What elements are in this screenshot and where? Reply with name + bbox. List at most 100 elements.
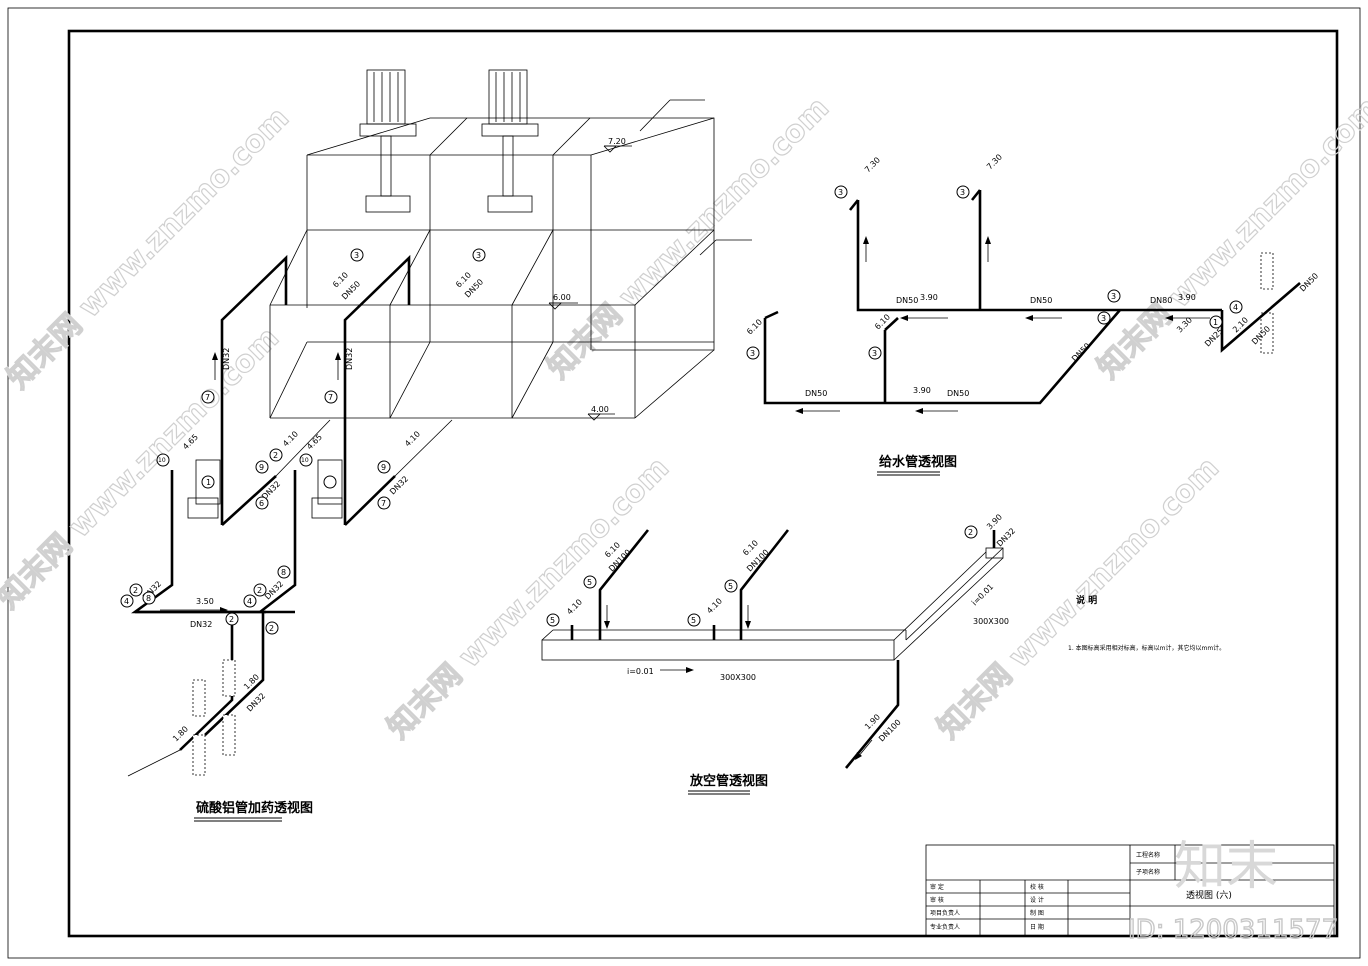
- id-watermark: ID: 1200311577: [1128, 915, 1338, 945]
- marker-number: 2: [133, 586, 138, 595]
- marker-number: 3: [750, 349, 755, 358]
- elevation-label: 6.10: [745, 317, 764, 336]
- mixer-motor: [359, 69, 417, 213]
- title-block-cell: 日 期: [1030, 923, 1044, 931]
- elevation-label: 7.30: [985, 152, 1004, 171]
- pipe-dn-label: DN50: [805, 389, 827, 398]
- supply-labels: 7.30 7.30 6.10 6.10 3.90 3.90 3.90 3.30 …: [745, 152, 1320, 398]
- marker-number: 4: [124, 597, 129, 606]
- notes-item: 1. 本图标高采用相对标高，标高以m计，其它均以mm计。: [1068, 644, 1225, 652]
- elevation-label: 7.30: [863, 155, 882, 174]
- marker-number: 9: [259, 463, 264, 472]
- elevation-label: 3.90: [920, 293, 938, 302]
- tank-structure: [269, 117, 715, 419]
- elevation-label: 4.10: [565, 597, 584, 616]
- watermark-text: 知末网 www.znzmo.com: [541, 91, 836, 386]
- elevation-label: 1.80: [171, 724, 190, 743]
- marker-number: 5: [550, 616, 555, 625]
- pipe-dn-label: DN32: [995, 526, 1017, 548]
- flow-arrow: [604, 605, 873, 760]
- marker-number: 1: [1213, 318, 1218, 327]
- watermark-text: 知末网 www.znzmo.com: [381, 451, 676, 746]
- alum-diagram-title: 硫酸铝管加药透视图: [196, 800, 313, 816]
- marker-number: 7: [381, 499, 386, 508]
- pipe-dn-label: DN50: [896, 296, 918, 305]
- pipe-dn-label: DN100: [877, 718, 903, 744]
- marker-number: 7: [205, 393, 210, 402]
- marker-number: 3: [354, 251, 359, 260]
- marker-number: 4: [1233, 303, 1238, 312]
- flow-arrow: [795, 236, 1210, 414]
- marker-number: 2: [968, 528, 973, 537]
- drawing-name: 透视图 (六): [1186, 889, 1232, 901]
- marker-number: 8: [281, 568, 286, 577]
- title-block-cell: 专业负责人: [930, 923, 960, 931]
- vent-diagram-title: 放空管透视图: [689, 773, 768, 789]
- marker-number: 9: [381, 463, 386, 472]
- supply-diagram-title: 给水管透视图: [879, 454, 957, 470]
- elevation-label: 6.10: [873, 312, 892, 331]
- marker-number: 3: [960, 188, 965, 197]
- marker-number: 3: [838, 188, 843, 197]
- pipe-dn-label: DN80: [1150, 296, 1172, 305]
- title-block-cell: 制 图: [1030, 909, 1044, 917]
- elevation-label: 4.10: [705, 596, 724, 615]
- pipe-dn-label: DN32: [388, 474, 410, 496]
- inner-frame: [67, 29, 1339, 938]
- elevation-label: 2.10: [1231, 315, 1250, 334]
- elevation-label: 3.90: [1178, 293, 1196, 302]
- pipe-dn-label: DN50: [1298, 271, 1320, 293]
- wall-hatch: [192, 252, 1274, 776]
- title-block-cell: 设 计: [1030, 896, 1044, 904]
- marker-number: 3: [872, 349, 877, 358]
- slope-label: i=0.01: [970, 582, 995, 607]
- notes-heading: 说 明: [1076, 594, 1097, 606]
- brand-watermark: 知末: [1174, 837, 1278, 897]
- equipment-markers: 3 3 7 7 10 10 9 2 6 9 7 2 8 4 2 8 4 2 2 …: [120, 185, 1243, 635]
- marker-number: 7: [328, 393, 333, 402]
- elevation-label: 4.10: [403, 429, 422, 448]
- pipe-dn-label: DN50: [1070, 341, 1092, 363]
- elevation-label: 4.00: [591, 405, 609, 414]
- elevation-label: 3.90: [913, 386, 931, 395]
- watermark-text: 知末网 www.znzmo.com: [1091, 91, 1368, 386]
- marker-number: 2: [229, 615, 234, 624]
- marker-number: 3: [476, 251, 481, 260]
- duct-size-label: 300X300: [720, 673, 756, 682]
- marker-number: 10: [158, 457, 166, 464]
- marker-number: 3: [1101, 314, 1106, 323]
- marker-number: 5: [691, 616, 696, 625]
- elevation-label: 3.50: [196, 597, 214, 606]
- marker-number: 2: [273, 451, 278, 460]
- elevation-label: 6.00: [553, 293, 571, 302]
- marker-number: 5: [728, 582, 733, 591]
- sub-name-label: 子项名称: [1136, 868, 1160, 876]
- elevation-label: 4.10: [281, 429, 300, 448]
- pump-number: 1: [206, 478, 211, 487]
- title-block-cell: 校 核: [1030, 883, 1044, 891]
- project-name-label: 工程名称: [1136, 851, 1160, 859]
- marker-number: 2: [257, 586, 262, 595]
- tank-elevations: 7.20 6.00 4.00: [548, 99, 752, 421]
- pump-unit: [311, 459, 343, 519]
- marker-number: 5: [587, 578, 592, 587]
- pipe-dn-label: DN32: [222, 348, 231, 370]
- marker-number: 4: [247, 597, 252, 606]
- outer-border: [7, 7, 1361, 959]
- marker-number: 8: [146, 594, 151, 603]
- flow-arrow: [160, 352, 341, 613]
- duct-size-label: 300X300: [973, 617, 1009, 626]
- pipe-dn-label: DN32: [345, 348, 354, 370]
- vent-pipe-network: [570, 529, 996, 769]
- title-block-cell: 项目负责人: [930, 909, 960, 917]
- marker-number: 3: [1111, 292, 1116, 301]
- marker-number: 6: [259, 499, 264, 508]
- elevation-label: 7.20: [608, 137, 626, 146]
- slope-label: i=0.01: [627, 667, 654, 676]
- pipe-dn-label: DN32: [190, 620, 212, 629]
- pipe-dn-label: DN50: [947, 389, 969, 398]
- marker-number: 10: [301, 457, 309, 464]
- title-block-cell: 审 核: [930, 896, 944, 904]
- pipe-dn-label: DN50: [1030, 296, 1052, 305]
- title-block: 工程名称 子项名称 透视图 (六) 审 定 校 核 审 核 设 计 项目负责人 …: [925, 844, 1335, 937]
